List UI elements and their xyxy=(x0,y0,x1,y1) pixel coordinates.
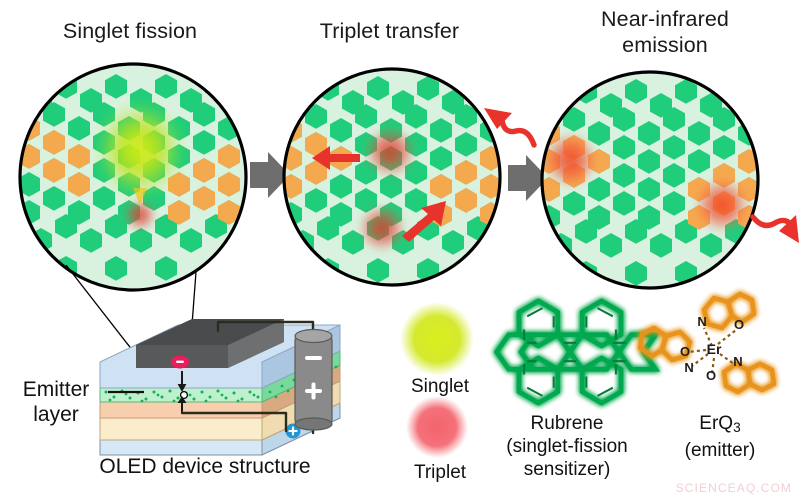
triplet-exciton-1 xyxy=(364,126,416,178)
panel-title-nir-line1: Near-infrared xyxy=(601,7,729,31)
emission-wave-1 xyxy=(499,117,537,148)
battery xyxy=(294,328,333,431)
watermark: SCIENCEAQ.COM xyxy=(675,481,792,495)
svg-text:N: N xyxy=(697,314,706,329)
emitter-label-line2: layer xyxy=(33,403,79,426)
erq3-sub1: (emitter) xyxy=(684,440,756,461)
emitter-label-line1: Emitter xyxy=(22,378,90,401)
triplet-exciton-2 xyxy=(358,204,406,252)
emissive-site-1 xyxy=(542,132,598,188)
panel-title-nir-emission: Near-infrared emission xyxy=(540,6,790,58)
rubrene-molecule-structure xyxy=(493,298,661,406)
molecular-matrix-3 xyxy=(542,79,758,286)
rubrene-caption: Rubrene (singlet-fission sensitizer) xyxy=(492,412,642,481)
svg-text:O: O xyxy=(734,317,744,332)
rubrene-name: Rubrene xyxy=(530,413,604,434)
triplet-legend-blob xyxy=(406,396,468,458)
triplet-pair-glow xyxy=(124,199,156,231)
singlet-exciton-glow xyxy=(96,102,184,198)
legend-label-triplet: Triplet xyxy=(413,462,467,483)
charge-flow-arrows xyxy=(177,371,187,413)
panel-title-triplet-transfer: Triplet transfer xyxy=(319,19,460,43)
legend-label-singlet: Singlet xyxy=(410,376,470,397)
erq3-molecule-structure: Er N O O N N O xyxy=(637,291,777,395)
tetracene-backbone xyxy=(493,332,661,372)
erq3-name-main: ErQ xyxy=(699,413,734,434)
device-layer-cathode xyxy=(136,319,284,368)
erq3-ligands xyxy=(637,291,777,395)
emission-arrowhead-1 xyxy=(484,108,512,129)
panel-triplet-transfer xyxy=(282,67,502,287)
svg-text:O: O xyxy=(680,344,690,359)
panel-1-outline xyxy=(18,62,248,292)
emitter-layer-label: Emitter layer xyxy=(4,377,108,427)
emissive-site-2 xyxy=(694,177,750,233)
battery-negative-symbol xyxy=(305,356,322,360)
oled-device-structure xyxy=(99,319,341,456)
rubrene-inner-bonds xyxy=(523,307,627,397)
fission-split-marker xyxy=(133,188,147,205)
erq3-atom-labels: Er N O O N N O xyxy=(680,314,744,383)
emission-arrowhead-2 xyxy=(779,215,799,243)
phenyl-groups xyxy=(516,298,624,406)
triplet-transfer-arrows xyxy=(312,146,446,242)
nir-emission-arrowheads xyxy=(484,108,799,243)
panel-3-outline xyxy=(540,70,760,290)
molecular-matrix-1 xyxy=(20,74,240,281)
panel-singlet-fission xyxy=(18,62,248,292)
rubrene-sub1: (singlet-fission xyxy=(506,436,628,457)
panel-2-outline xyxy=(282,67,502,287)
svg-text:Er: Er xyxy=(707,341,722,357)
transfer-arrow-up-right xyxy=(402,201,446,242)
erq3-name: ErQ3 xyxy=(699,413,741,435)
panel-nir-emission xyxy=(540,70,760,290)
transfer-arrow-left xyxy=(312,146,360,170)
svg-text:N: N xyxy=(684,360,693,375)
electron-marker xyxy=(171,355,189,369)
molecular-matrix-2 xyxy=(284,76,500,283)
panel-title-nir-line2: emission xyxy=(622,33,708,57)
panel-title-singlet-fission: Singlet fission xyxy=(62,19,198,43)
step-arrow-2 xyxy=(508,155,548,201)
oled-device-caption: OLED device structure xyxy=(99,455,311,478)
singlet-legend-blob xyxy=(400,302,474,376)
battery-positive-symbol xyxy=(305,382,322,400)
erq3-name-subscript: 3 xyxy=(733,420,741,435)
svg-text:N: N xyxy=(733,354,742,369)
erq3-caption: ErQ3 (emitter) xyxy=(650,412,790,462)
svg-text:O: O xyxy=(706,368,716,383)
rubrene-sub2: sensitizer) xyxy=(523,459,611,480)
step-arrow-1 xyxy=(250,152,290,198)
